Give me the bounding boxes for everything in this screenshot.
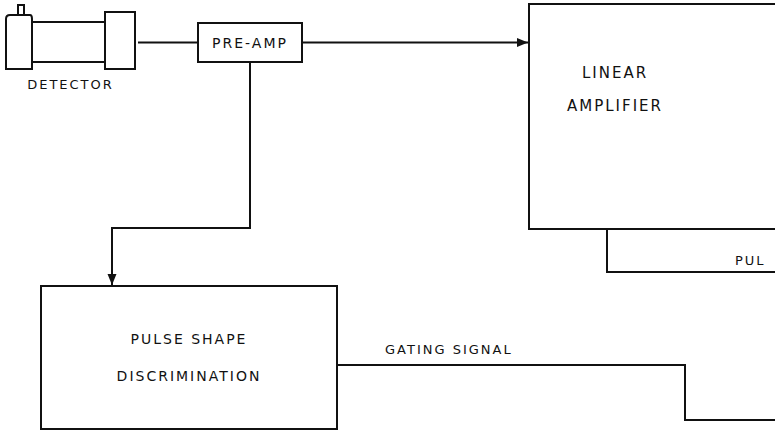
detector-label: DETECTOR (3, 77, 138, 92)
signal-name: GATING SIGNAL (383, 342, 515, 357)
box-label: LINEAR AMPLIFIER (567, 57, 663, 123)
signal-connector (303, 38, 528, 47)
signal-connector (108, 63, 251, 285)
signal-name: PUL (733, 253, 768, 268)
pulse-wire (607, 230, 775, 272)
detector-symbol: DETECTOR (3, 3, 138, 95)
signal-connector (138, 42, 197, 43)
box-label: PRE-AMP (212, 35, 288, 51)
detector-drawing (3, 3, 138, 71)
box-label: PULSE SHAPE DISCRIMINATION (117, 321, 262, 395)
process-box: LINEAR AMPLIFIER (528, 3, 775, 230)
process-box: PRE-AMP (197, 22, 303, 63)
gating-signal-wire (338, 365, 775, 420)
process-box: PULSE SHAPE DISCRIMINATION (40, 285, 338, 430)
